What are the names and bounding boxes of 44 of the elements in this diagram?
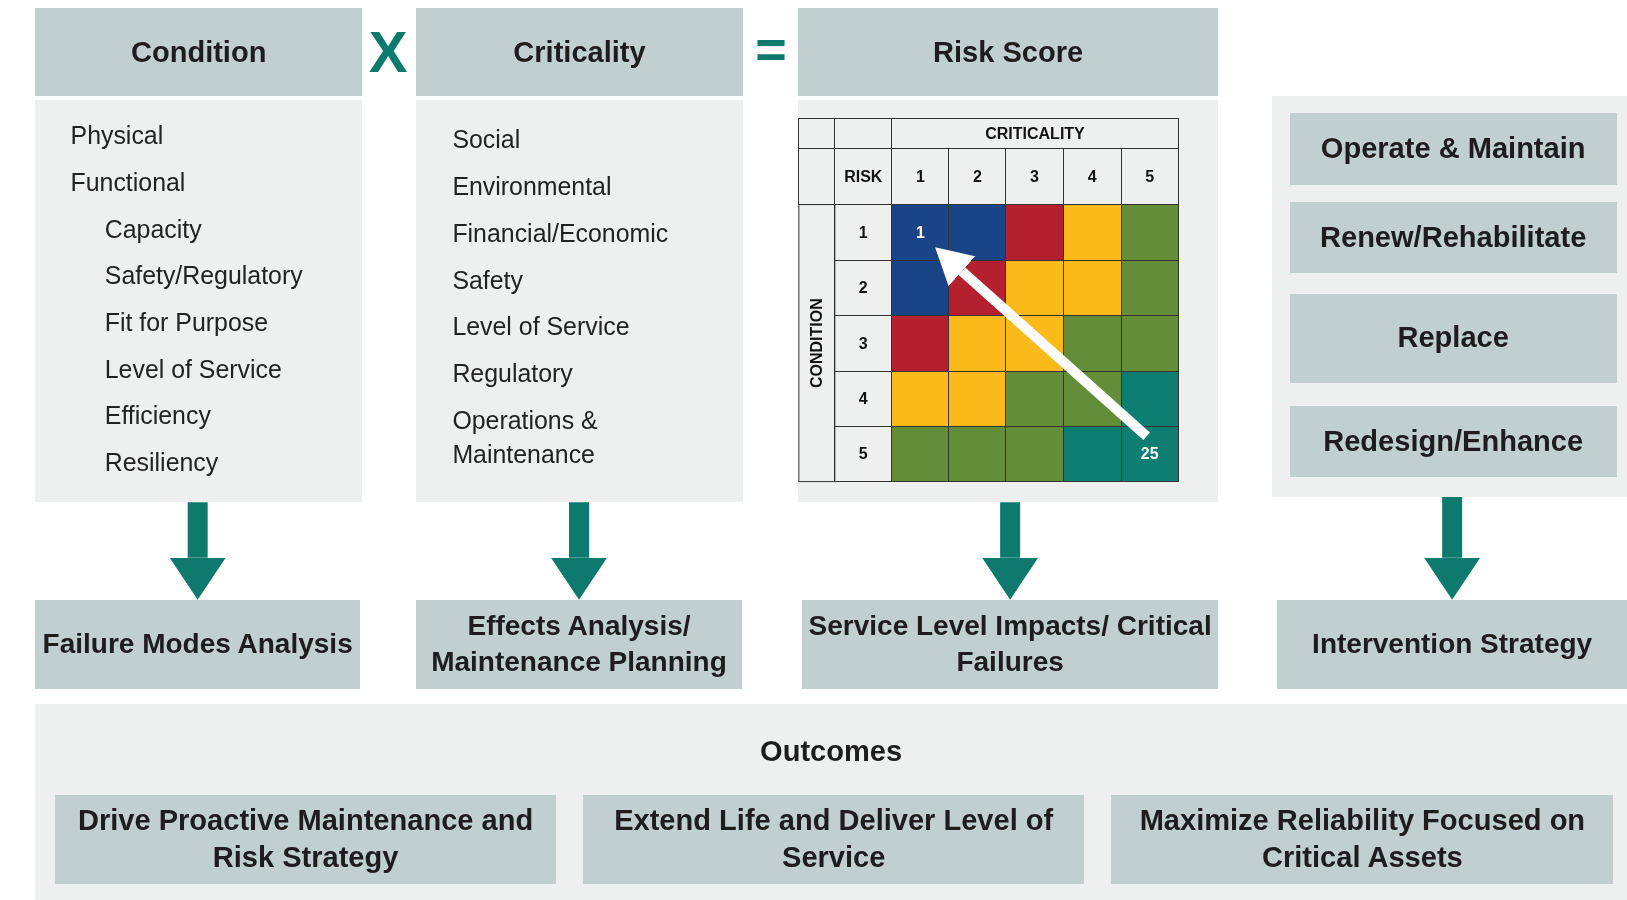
list-item: Physical: [70, 120, 165, 152]
option-box: Renew/Rehabilitate: [1289, 202, 1617, 273]
outcome-box: Drive Proactive Maintenance and Risk Strategy: [54, 794, 557, 885]
section-title: Outcomes: [759, 734, 904, 768]
list-panel: [35, 99, 363, 503]
list-item: Safety: [452, 264, 524, 296]
list-item: Social: [452, 124, 522, 156]
column-header: Risk Score: [797, 8, 1219, 97]
list-item: Resiliency: [104, 447, 220, 479]
arrow: [551, 502, 607, 600]
list-panel: [416, 99, 743, 503]
arrow: [169, 502, 226, 600]
column-header: Criticality: [416, 8, 743, 97]
list-item: Environmental: [452, 171, 613, 203]
column-header: Condition: [35, 8, 363, 97]
outcome-box: Maximize Reliability Focused on Critical Assets: [1111, 794, 1614, 885]
result-box: Service Level Impacts/ Critical Failures: [802, 599, 1219, 689]
list-item: Operations & Maintenance: [452, 404, 599, 470]
list-item: Safety/Regulatory: [104, 260, 304, 292]
list-item: Capacity: [104, 213, 203, 245]
list-item: Functional: [70, 166, 187, 198]
option-box: Redesign/Enhance: [1289, 405, 1617, 478]
result-box: Intervention Strategy: [1277, 599, 1627, 689]
operator-sign: X: [367, 22, 409, 81]
option-box: Operate & Maintain: [1289, 113, 1617, 185]
option-box: Replace: [1289, 293, 1617, 383]
arrow: [982, 502, 1039, 600]
operator-sign: =: [754, 22, 788, 77]
list-item: Level of Service: [104, 353, 283, 385]
list-item: Level of Service: [452, 311, 631, 343]
result-box: Effects Analysis/ Maintenance Planning: [416, 599, 742, 689]
list-item: Efficiency: [104, 400, 212, 432]
risk-cell: 25: [1120, 426, 1179, 483]
outcomes-panel: [35, 703, 1627, 900]
arrow: [1424, 497, 1481, 600]
matrix-panel: [797, 99, 1219, 503]
list-item: Financial/Economic: [452, 217, 670, 249]
options-panel: [1272, 96, 1627, 497]
risk-cell: 1: [891, 204, 950, 262]
axis-title: CRITICALITY: [891, 118, 1179, 150]
result-box: Failure Modes Analysis: [35, 599, 361, 689]
outcome-box: Extend Life and Deliver Level of Service: [583, 794, 1085, 885]
list-item: Fit for Purpose: [104, 307, 270, 339]
list-item: Regulatory: [452, 357, 574, 389]
